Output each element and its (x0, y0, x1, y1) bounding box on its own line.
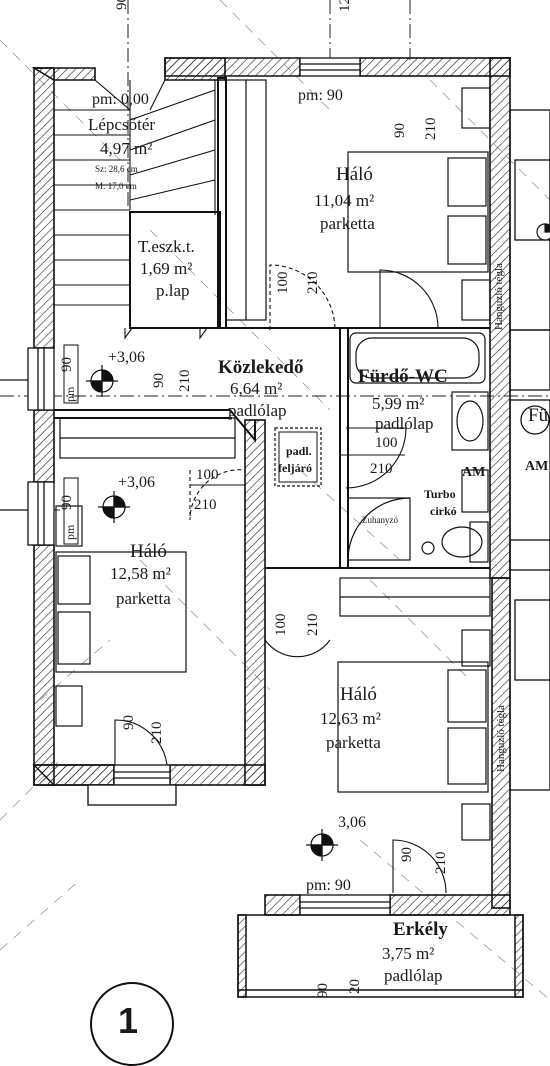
bedroom-top-floor: parketta (320, 214, 375, 233)
bedroom-top-area: 11,04 m² (314, 191, 375, 210)
sheet-number: 1 (118, 1000, 139, 1041)
wall-label-upper: Hanguzló tégla (493, 263, 505, 330)
corridor-level: +3,06 (108, 349, 146, 366)
bathroom-floor: padlólap (375, 414, 434, 433)
dim-stairs-door-w: 90 (151, 373, 167, 388)
attic-hatch-label-1: padl. (286, 444, 312, 458)
stairs-step-height: M: 17,0 cm (95, 181, 137, 191)
corridor-floor: padlólap (228, 401, 287, 420)
dim-right-door-w: 100 (273, 613, 289, 637)
level-markers (86, 223, 550, 861)
dim-window-left-1: 90 (59, 357, 75, 372)
dim-bedroom-left-door-h: 210 (194, 497, 217, 513)
bedroom-top-level: pm: 90 (298, 87, 343, 104)
neighbor-bath-name: Fü (528, 405, 549, 426)
sheet-number-circle: 1 (90, 982, 174, 1066)
attic-hatch-label-2: feljáró (278, 461, 312, 475)
stairs-name: Lépcsőtér (88, 115, 156, 134)
bedroom-right-name: Háló (340, 684, 377, 705)
bedroom-left-level: +3,06 (118, 474, 156, 491)
bedroom-top-name: Háló (336, 164, 373, 185)
bathroom-area: 5,99 m² (372, 394, 425, 413)
shower-label: Zuhanyzó (362, 515, 398, 525)
dim-balcony-door-w: 90 (399, 847, 415, 862)
balcony-name: Erkély (393, 919, 448, 940)
stairs-step-width: Sz: 28,6 cm (95, 164, 138, 174)
bedroom-left-name: Háló (130, 541, 167, 562)
staircase (54, 79, 216, 306)
dim-top-right-door-w: 90 (392, 123, 408, 138)
dim-top-door-h: 210 (305, 271, 321, 295)
corridor-name: Közlekedő (218, 357, 304, 378)
bathroom-name: Fürdő-WC (358, 366, 448, 387)
dim-top-right-door-h: 210 (423, 117, 439, 141)
bedroom-left-area: 12,58 m² (110, 564, 171, 583)
construction-lines (0, 0, 550, 1001)
attic-hatch-box (274, 427, 322, 487)
corridor-area: 6,64 m² (230, 379, 283, 398)
windows (27, 57, 391, 916)
dim-top-door-w: 100 (275, 271, 291, 295)
dim-stairs-door-h: 210 (177, 369, 193, 393)
storage-floor: p.lap (156, 281, 190, 300)
bedroom-right-floor: parketta (326, 733, 381, 752)
dim-pm-2: pm (63, 524, 77, 540)
wardrobes (59, 79, 491, 617)
neighbor-unit (509, 109, 550, 791)
dim-left-bottom-h: 210 (149, 721, 165, 745)
dim-pm-1: pm (63, 386, 77, 402)
dim-corridor-door-w: 100 (375, 435, 398, 451)
wall-label-lower: Hanguzló tégla (495, 705, 507, 772)
bedroom-right-area: 12,63 m² (320, 709, 381, 728)
bedroom-right-level: 3,06 (338, 814, 366, 831)
dim-window-left-2: 90 (59, 495, 75, 510)
bathroom-fixtures (347, 332, 489, 563)
dim-left-bottom-w: 90 (121, 715, 137, 730)
balcony (237, 914, 524, 998)
dim-bedroom-left-door-w: 100 (196, 467, 219, 483)
dim-top-90: 90 (114, 0, 130, 10)
dim-balcony-bottom-w: 90 (315, 983, 331, 998)
boiler-label-2: cirkó (430, 504, 457, 518)
dim-balcony-door-h: 210 (433, 851, 449, 875)
bedroom-right-floor-level: pm: 90 (306, 877, 351, 894)
stairs-area: 4,97 m² (100, 139, 153, 158)
floor-plan-drawing (0, 0, 550, 1001)
storage-name: T.eszk.t. (138, 237, 195, 256)
doors (114, 264, 447, 894)
dim-corridor-door-h: 210 (370, 461, 393, 477)
stairs-floor-level: pm: 0,00 (92, 91, 149, 108)
dim-right-door-h: 210 (305, 613, 321, 637)
am-right-label: AM (525, 459, 549, 474)
balcony-floor: padlólap (384, 966, 443, 985)
bedroom-left-floor: parketta (116, 589, 171, 608)
storage-area: 1,69 m² (140, 259, 193, 278)
boiler-label-1: Turbo (424, 487, 456, 501)
beds (55, 87, 491, 841)
dim-balcony-bottom-20: 20 (347, 979, 363, 994)
dim-top-12: 12 (337, 0, 353, 12)
balcony-area: 3,75 m² (382, 944, 435, 963)
am-label: AM (462, 465, 486, 480)
